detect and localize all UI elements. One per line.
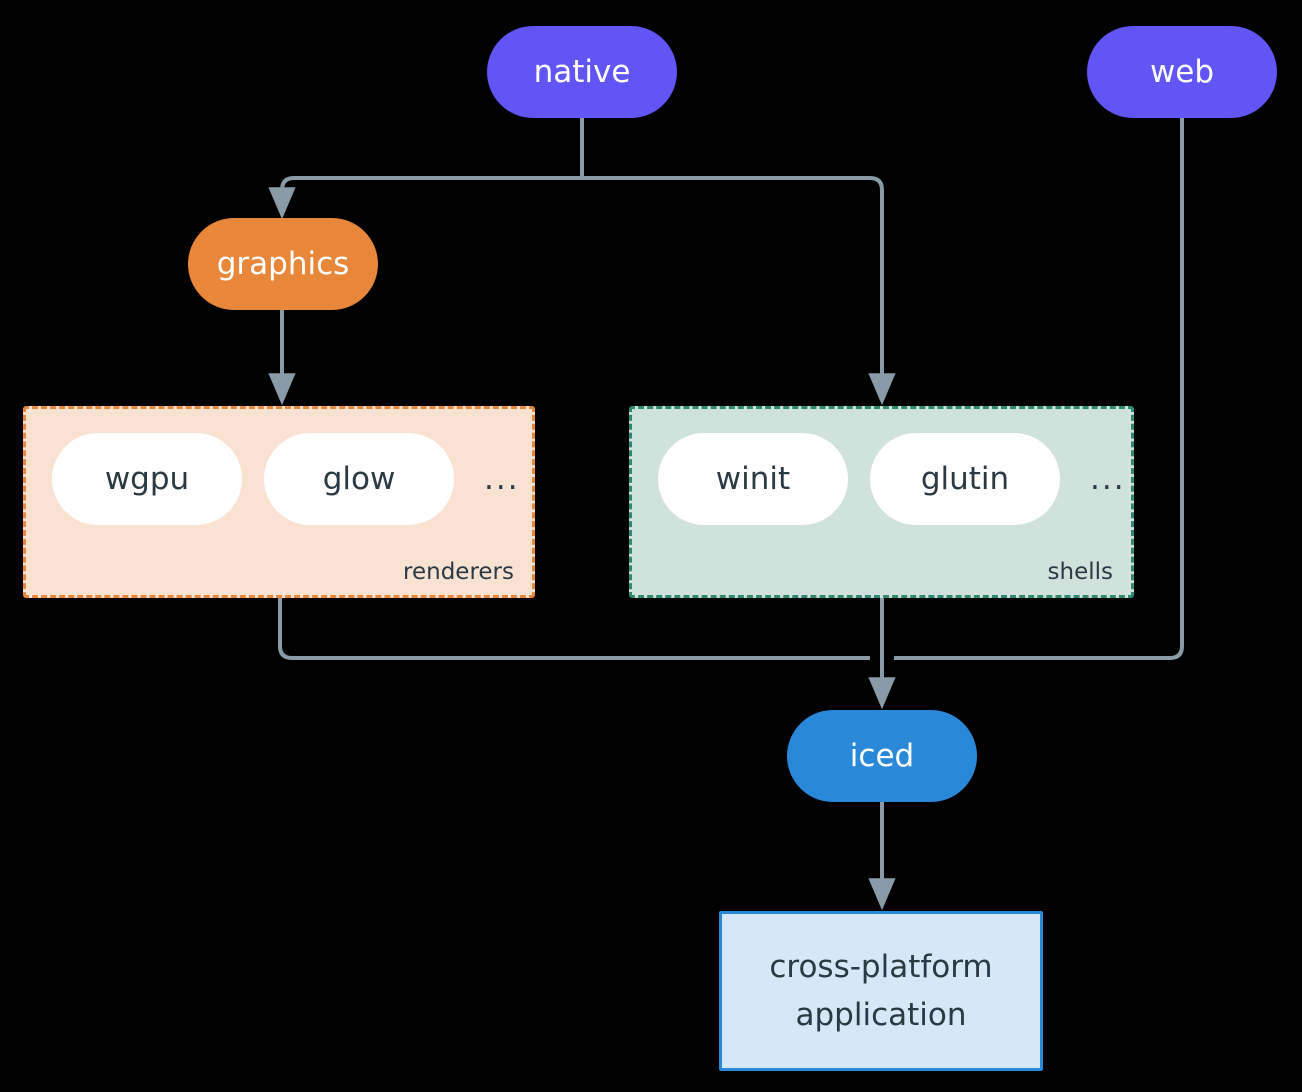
group-renderers-items: wgpu glow ... [52,433,520,525]
chip-winit-label: winit [715,461,791,497]
application-label-line1: cross-platform [769,948,993,985]
group-shells-items: winit glutin ... [658,433,1126,525]
group-renderers: wgpu glow ... renderers [23,406,535,598]
group-shells: winit glutin ... shells [629,406,1134,598]
shells-overflow-ellipsis: ... [1090,461,1126,497]
chip-glow-label: glow [322,461,396,497]
renderers-overflow-ellipsis: ... [484,461,520,497]
chip-wgpu[interactable]: wgpu [52,433,242,525]
application-label-line2: application [795,997,967,1033]
node-native-label: native [533,53,631,90]
edge-native-to-shells [582,176,896,406]
chip-winit[interactable]: winit [658,433,848,525]
node-graphics-label: graphics [216,245,350,282]
node-graphics[interactable]: graphics [188,218,378,310]
node-iced[interactable]: iced [787,710,977,802]
node-web-label: web [1149,53,1215,90]
node-web[interactable]: web [1087,26,1277,118]
node-iced-label: iced [849,737,915,774]
group-renderers-label: renderers [403,559,514,585]
node-native[interactable]: native [487,26,677,118]
chip-wgpu-label: wgpu [104,461,190,497]
edge-native-to-graphics [268,176,582,220]
edge-renderers-to-iced [278,598,870,660]
chip-glutin[interactable]: glutin [870,433,1060,525]
chip-glow[interactable]: glow [264,433,454,525]
group-shells-label: shells [1047,559,1113,585]
chip-glutin-label: glutin [920,461,1010,497]
node-cross-platform-application[interactable]: cross-platform application [719,911,1043,1071]
